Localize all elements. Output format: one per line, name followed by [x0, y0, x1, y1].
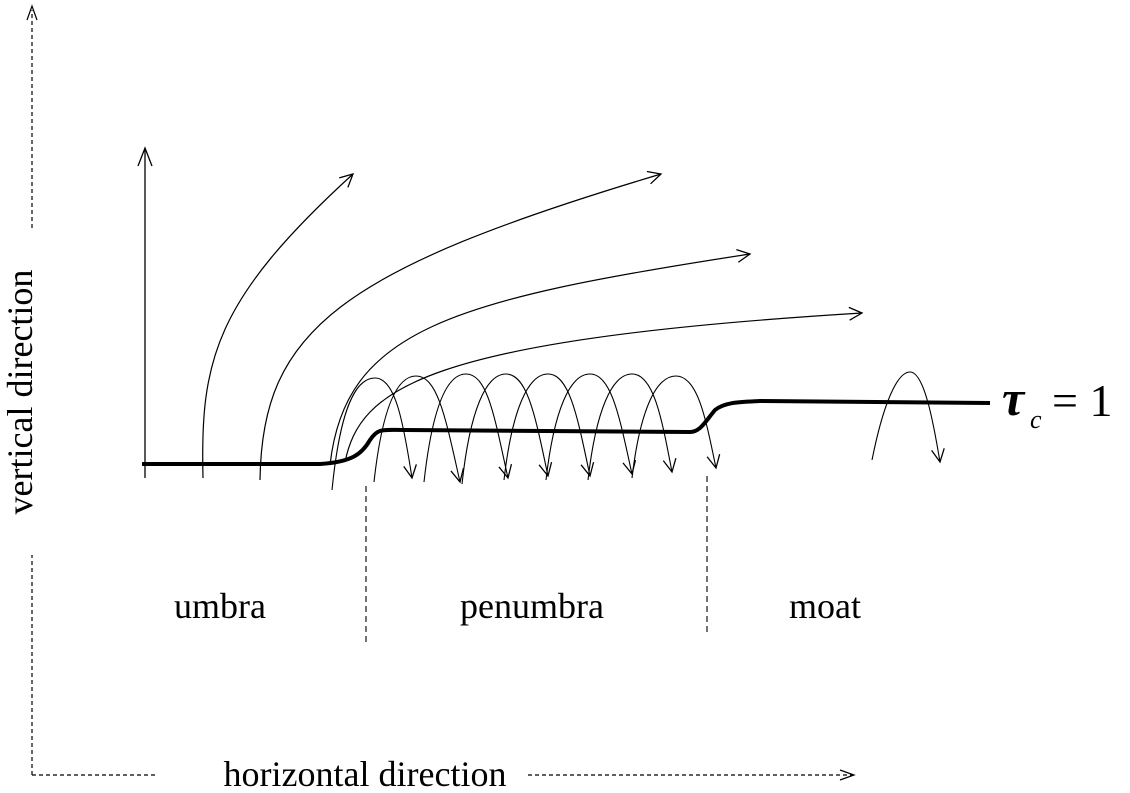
umbra-vertical-field-line	[137, 146, 153, 478]
horizontal-axis-label: horizontal direction	[224, 754, 507, 793]
flow-loop-8	[631, 375, 721, 479]
moat-label: moat	[789, 586, 861, 626]
field-line-2	[259, 170, 663, 481]
inclined-field-lines	[202, 170, 864, 481]
vertical-axis: vertical direction	[0, 4, 40, 775]
tau-subscript: c	[1030, 405, 1042, 434]
tau-symbol: τ	[1002, 370, 1026, 426]
flow-loop-7	[587, 373, 677, 481]
moat-flow-loop	[871, 371, 945, 464]
tau-equals-one: = 1	[1052, 375, 1112, 426]
flow-loop-6	[545, 373, 637, 481]
umbra-label: umbra	[174, 586, 266, 626]
region-boundaries	[365, 476, 708, 645]
tau-c-equals-one-label: τ c = 1	[1002, 370, 1112, 434]
field-line-4	[344, 306, 864, 463]
flow-loop-3	[423, 373, 513, 483]
flow-loop-1	[331, 377, 417, 491]
moat-flow-loop-path	[871, 371, 945, 464]
flow-loop-4	[461, 373, 553, 485]
horizontal-axis: horizontal direction	[32, 754, 856, 793]
tau-c-one-surface	[142, 398, 991, 466]
penumbra-label: penumbra	[460, 586, 604, 626]
vertical-axis-arrowhead	[26, 4, 38, 21]
horizontal-axis-arrowhead	[839, 769, 856, 781]
field-line-3	[329, 249, 752, 466]
flow-loop-5	[503, 373, 595, 481]
vertical-axis-label: vertical direction	[0, 270, 40, 515]
field-line-1	[202, 173, 355, 479]
